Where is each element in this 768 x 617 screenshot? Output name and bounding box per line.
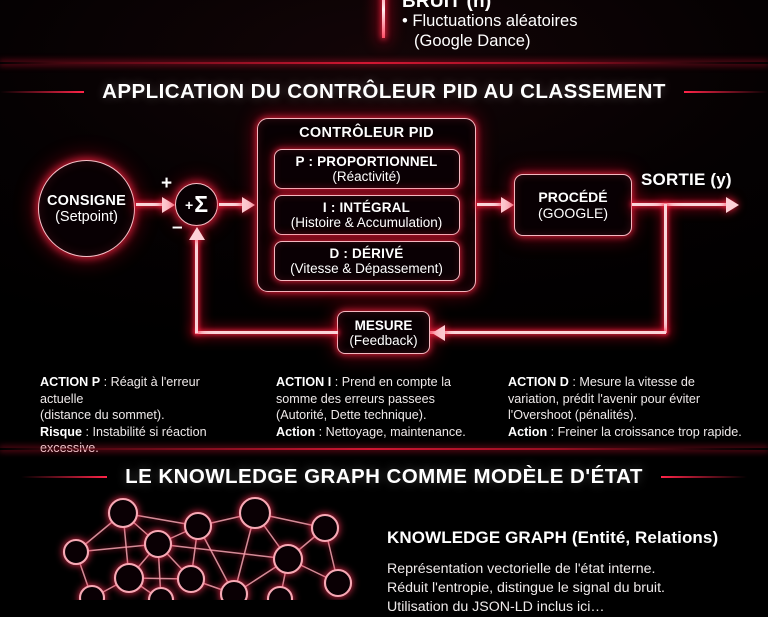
setpoint-title: CONSIGNE [47,192,126,209]
action-d-text-1: : Mesure la vitesse de [568,375,695,389]
noise-bullet-line-2: (Google Dance) [414,32,531,50]
pid-term-derivative: D : DÉRIVÉ (Vitesse & Dépassement) [273,241,460,281]
pid-term-i-subtitle: (Histoire & Accumulation) [290,215,443,230]
pid-term-p-title: P : PROPORTIONNEL [295,154,438,169]
knowledge-graph-network [62,496,353,600]
setpoint-node: CONSIGNE (Setpoint) [38,160,135,257]
sum-inner-plus: + [185,196,194,213]
action-d-line-4: Action : Freiner la croissance trop rapi… [508,424,768,441]
wire-pid-to-process [477,203,503,206]
noise-block: BRUIT (n) • Fluctuations aléatoires (Goo… [0,0,768,62]
wire-feedback-left [195,331,338,334]
action-i-label: ACTION I [276,375,332,389]
action-i-line-4: Action : Nettoyage, maintenance. [276,424,470,441]
action-d-line-2: variation, prédit l'avenir pour éviter [508,391,701,406]
section-heading-kg-text: LE KNOWLEDGE GRAPH COMME MODÈLE D'ÉTAT [125,465,643,488]
action-d-label: ACTION D [508,375,569,389]
pid-term-d-title: D : DÉRIVÉ [329,246,404,261]
section-divider-top [0,62,768,64]
pid-controller-box: CONTRÔLEUR PID P : PROPORTIONNEL (Réacti… [257,118,476,292]
pid-block-diagram: CONSIGNE (Setpoint) + Σ + – CONTRÔLEUR P… [38,118,739,354]
action-i-line-1: ACTION I : Prend en compte la [276,374,470,391]
process-title: PROCÉDÉ [538,189,608,205]
pid-term-integral: I : INTÉGRAL (Histoire & Accumulation) [273,195,460,235]
pid-controller-title: CONTRÔLEUR PID [299,125,434,141]
wire-setpoint-to-sum [136,203,166,206]
heading-rule-right-2 [660,476,747,478]
output-label: SORTIE (y) [641,170,732,189]
pid-term-i-title: I : INTÉGRAL [322,200,411,215]
kg-body: Représentation vectorielle de l'état int… [387,560,768,617]
action-note-i: ACTION I : Prend en compte la somme des … [238,374,470,457]
action-i-text-4: : Nettoyage, maintenance. [315,424,466,439]
noise-bullet-line-1: • Fluctuations aléatoires [402,12,578,30]
wire-sum-to-pid [219,203,244,206]
action-notes: ACTION P : Réagit à l'erreur actuelle (d… [0,374,768,457]
sum-negative-sign: – [172,217,183,238]
action-p-text-1: : Réagit à l'erreur actuelle [40,375,200,406]
action-i-text-1: : Prend en compte la [331,375,451,389]
pid-term-p-subtitle: (Réactivité) [332,169,401,184]
action-d-line-1: ACTION D : Mesure la vitesse de [508,374,768,391]
heading-rule-left-2 [21,476,108,478]
accent-bar-icon [382,0,385,38]
action-p-label: ACTION P [40,375,101,389]
process-box: PROCÉDÉ (GOOGLE) [514,174,632,236]
action-d-line-3: l'Overshoot (pénalités). [508,408,638,423]
pid-term-proportional: P : PROPORTIONNEL (Réactivité) [273,149,460,189]
action-i-action-label: Action [276,424,316,439]
sigma-icon: Σ [194,191,208,217]
action-note-p: ACTION P : Réagit à l'erreur actuelle (d… [0,374,238,457]
measurement-box: MESURE (Feedback) [337,311,430,354]
arrowhead-output [726,196,739,213]
action-p-line-2: (distance du sommet). [40,408,165,423]
action-d-action-label: Action [508,424,548,439]
action-i-line-2: somme des erreurs passees [276,391,435,406]
setpoint-subtitle: (Setpoint) [55,208,118,225]
wire-feedback-right [430,331,666,334]
arrowhead-into-mesure [432,324,445,341]
noise-title: BRUIT (n) [402,0,492,12]
arrowhead-sum-to-pid [242,196,255,213]
section-divider-bottom [0,448,768,450]
kg-body-line-1: Représentation vectorielle de l'état int… [387,561,656,577]
sum-positive-sign: + [161,173,173,194]
measurement-title: MESURE [354,317,413,333]
arrowhead-pid-to-process [501,196,514,213]
wire-process-to-output [632,203,731,206]
kg-nodes [62,496,353,600]
action-p-line-3: Risque : Instabilité si réaction [40,424,238,441]
measurement-subtitle: (Feedback) [349,332,418,348]
action-i-line-3: (Autorité, Dette technique). [276,408,427,423]
pid-term-d-subtitle: (Vitesse & Dépassement) [290,261,443,276]
action-p-text-3: : Instabilité si réaction [82,424,207,439]
kg-body-line-3: Utilisation du JSON-LD inclus ici… [387,598,605,615]
action-note-d: ACTION D : Mesure la vitesse de variatio… [470,374,768,457]
action-d-text-4: : Freiner la croissance trop rapide. [547,424,742,439]
action-p-line-1: ACTION P : Réagit à l'erreur actuelle [40,374,238,407]
knowledge-graph-description: KNOWLEDGE GRAPH (Entité, Relations) Repr… [387,528,768,617]
arrowhead-feedback-into-sum [188,227,205,240]
kg-title: KNOWLEDGE GRAPH (Entité, Relations) [387,528,719,547]
process-subtitle: (GOOGLE) [537,205,608,221]
section-heading-kg: LE KNOWLEDGE GRAPH COMME MODÈLE D'ÉTAT [0,465,768,489]
wire-feedback-up [195,238,198,333]
section-heading-pid-text: APPLICATION DU CONTRÔLEUR PID AU CLASSEM… [102,80,666,103]
wire-output-tap-down [664,204,667,333]
action-p-risk-label: Risque [40,424,82,439]
heading-rule-left [0,91,85,93]
arrowhead-setpoint-to-sum [162,196,175,213]
summing-junction-node: + Σ [175,183,218,226]
kg-body-line-2: Réduit l'entropie, distingue le signal d… [387,579,665,596]
section-heading-pid: APPLICATION DU CONTRÔLEUR PID AU CLASSEM… [0,80,768,104]
heading-rule-right [683,91,768,93]
